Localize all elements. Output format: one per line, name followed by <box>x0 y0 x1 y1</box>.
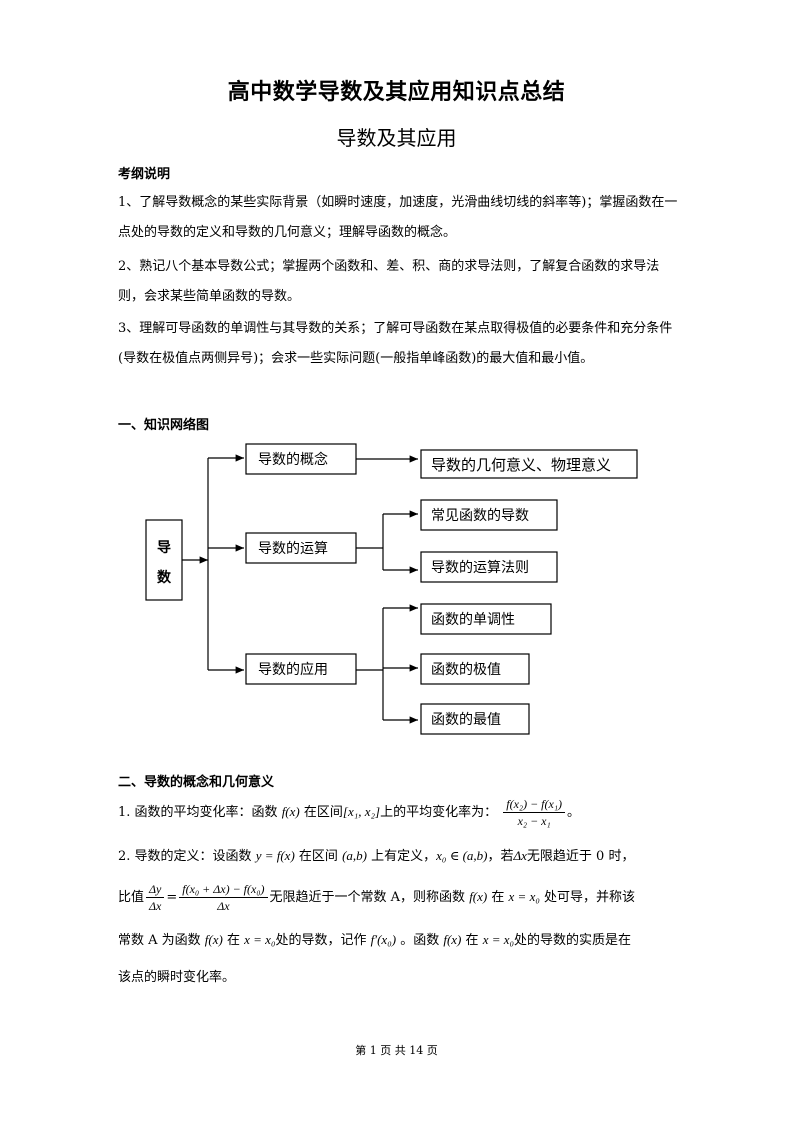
node-applications: 导数的应用 <box>258 661 328 678</box>
def-text-c: 上有定义， <box>371 849 437 864</box>
derivative-def-line-1: 2. 导数的定义：设函数 y = f(x) 在区间 (a,b) 上有定义，x₀ … <box>118 842 634 871</box>
node-extrema: 函数的极值 <box>431 662 501 678</box>
root-label-bottom: 数 <box>157 569 172 586</box>
node-operations: 导数的运算 <box>258 541 328 557</box>
def-text-h-2: 在 <box>226 933 240 948</box>
def-text-g: 无限趋近于一个常数 A，则称函数 <box>269 890 466 905</box>
def-dx: Δx <box>149 899 162 913</box>
syllabus-heading: 考纲说明 <box>118 167 171 182</box>
def-fx-2: f(x) <box>204 932 223 947</box>
syllabus-item-1: 1、了解导数概念的某些实际背景（如瞬时速度，加速度，光滑曲线切线的斜率等)；掌握… <box>118 195 678 240</box>
def-x-eq-x0-1: x = x₀ <box>508 889 540 904</box>
def-text-h: 在 <box>491 890 505 905</box>
def-fraction-difference: f(x₀ + Δx) − f(x₀)Δx <box>179 881 268 914</box>
def-text-m: 处的导数的实质是在 <box>514 933 632 948</box>
def-ratio-label: 比值 <box>118 890 145 905</box>
avg-rate-denominator: x₂ − x₁ <box>517 814 551 828</box>
def-text-l: 。函数 <box>400 933 440 948</box>
def-f-prime: f′(x₀) <box>370 932 397 947</box>
knowledge-network-diagram: 导 数 导数的概念 导数的几何意义、物理意义 导数的运算 常见函数的导数 导数的… <box>145 443 638 735</box>
page-subtitle: 导数及其应用 <box>336 126 457 150</box>
def-x-eq-x0-2: x = x₀ <box>244 932 276 947</box>
avg-rate-item: 1. 函数的平均变化率：函数 f(x) 在区间[x₁, x₂]上的平均变化率为：… <box>118 796 580 829</box>
page-title: 高中数学导数及其应用知识点总结 <box>227 80 566 105</box>
def-interval-ab: (a,b) <box>342 848 367 863</box>
def-text-k: 处的导数，记作 <box>275 933 367 948</box>
def-eq-y: y = f(x) <box>255 848 295 863</box>
avg-rate-end: 。 <box>567 805 581 820</box>
def-diff-numerator: f(x₀ + Δx) − f(x₀) <box>179 881 268 898</box>
section-knowledge-map-heading: 一、知识网络图 <box>118 418 210 433</box>
def-dy: Δy <box>146 881 165 898</box>
page-footer: 第 1 页 共 14 页 <box>355 1044 438 1057</box>
avg-rate-text-1: 1. 函数的平均变化率：函数 <box>118 805 278 820</box>
def-fx-3: f(x) <box>443 932 462 947</box>
def-x0-in: x₀ ∈ (a,b) <box>436 848 488 863</box>
node-concept: 导数的概念 <box>258 451 328 468</box>
def-text-d: ，若 <box>487 849 514 864</box>
def-text-a: 2. 导数的定义：设函数 <box>118 849 252 864</box>
node-common-derivatives: 常见函数的导数 <box>431 508 529 524</box>
def-delta-x: Δx <box>513 848 527 863</box>
avg-rate-fraction: f(x₂) − f(x₁) x₂ − x₁ <box>503 796 565 829</box>
node-max-min: 函数的最值 <box>431 712 501 728</box>
def-diff-denominator: Δx <box>217 899 230 913</box>
def-text-b: 在区间 <box>298 849 338 864</box>
avg-rate-text-3: 上的平均变化率为： <box>380 805 498 820</box>
node-geometric-physical-meaning: 导数的几何意义、物理意义 <box>431 456 611 474</box>
def-text-i: 处可导，并称该 <box>544 890 636 905</box>
def-text-h-3: 在 <box>465 933 479 948</box>
syllabus-item-2: 2、熟记八个基本导数公式；掌握两个函数和、差、积、商的求导法则，了解复合函数的求… <box>118 259 660 304</box>
derivative-def-line-4: 该点的瞬时变化率。 <box>118 970 236 985</box>
node-monotonicity: 函数的单调性 <box>431 612 515 628</box>
def-x-eq-x0-3: x = x₀ <box>482 932 515 947</box>
section-concept-heading: 二、导数的概念和几何意义 <box>118 775 275 790</box>
def-text-j: 常数 A 为函数 <box>118 933 201 948</box>
root-box <box>145 519 183 601</box>
avg-rate-fx: f(x) <box>281 804 300 819</box>
derivative-def-line-3: 常数 A 为函数 f(x) 在 x = x₀处的导数，记作 f′(x₀) 。函数… <box>118 926 631 955</box>
def-fx-1: f(x) <box>469 889 488 904</box>
avg-rate-text-2: 在区间 <box>303 805 343 820</box>
syllabus-item-3: 3、理解可导函数的单调性与其导数的关系；了解可导函数在某点取得极值的必要条件和充… <box>118 321 673 366</box>
avg-rate-numerator: f(x₂) − f(x₁) <box>503 796 565 813</box>
node-derivative-rules: 导数的运算法则 <box>431 560 529 576</box>
def-text-e: 无限趋近于 0 时， <box>526 849 635 864</box>
root-label-top: 导 <box>157 540 171 556</box>
avg-rate-interval: [x₁, x₂] <box>342 804 381 819</box>
